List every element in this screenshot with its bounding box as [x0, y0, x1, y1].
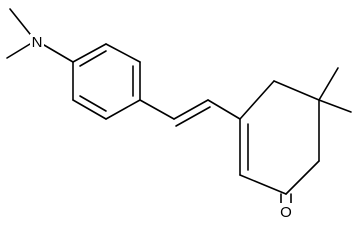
ring-bond-4: [105, 99, 141, 120]
ring-bond-1: [72, 43, 107, 63]
oxygen-atom-label: O: [280, 204, 292, 221]
n-aryl-bond: [43, 44, 74, 63]
oxygen-label-bg: [279, 203, 293, 220]
nitrogen-label-bg: [30, 34, 44, 50]
nitrogen-atom-label: N: [32, 34, 43, 51]
vinyl-double-inner: [175, 106, 211, 127]
structure-canvas: N O: [6, 8, 352, 221]
vinyl-double-bond: [173, 99, 209, 120]
cyclo-bond-c6-c1: [285, 160, 320, 195]
gem-methyl-2-bond: [318, 99, 352, 113]
cyclo-bond-c4-c5: [273, 80, 320, 101]
gem-methyl-1-bond: [318, 67, 339, 101]
ring-bond-2: [105, 43, 141, 63]
molecule-drawing: N O: [6, 8, 352, 221]
ring-double-inner-3: [79, 95, 107, 112]
cyclo-bond-c1-c2: [239, 174, 287, 195]
n-methyl-1-bond: [6, 43, 31, 59]
aryl-vinyl-bond: [139, 99, 175, 120]
cyclo-bond-c3-c4: [239, 80, 275, 120]
n-methyl-2-bond: [9, 8, 31, 35]
vinyl-ring-bond: [207, 99, 241, 120]
ring-bond-5: [72, 99, 107, 120]
ring-double-inner-1: [79, 50, 107, 67]
